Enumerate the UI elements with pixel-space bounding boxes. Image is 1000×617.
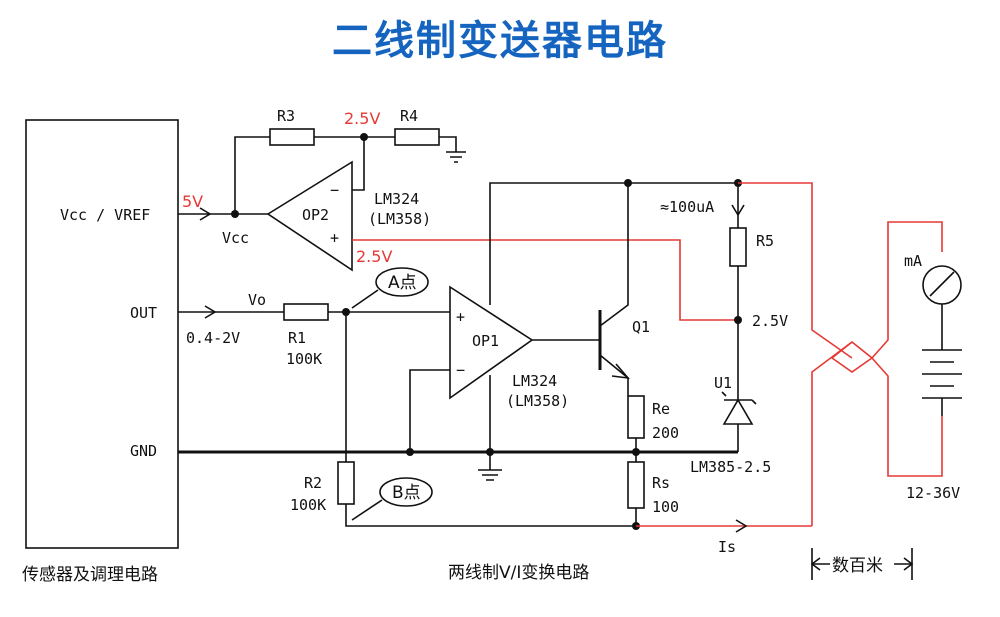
- label-rs-value: 100: [652, 498, 679, 516]
- label-point-b: B点: [392, 483, 421, 503]
- label-lm358-b: (LM358): [506, 392, 569, 410]
- wire-r3-left: [234, 136, 270, 214]
- label-gnd: GND: [130, 442, 157, 460]
- label-re: Re: [652, 400, 670, 418]
- label-2-5v: 2.5V: [752, 312, 788, 330]
- arrow-r5-current: [731, 204, 745, 217]
- label-vo: Vo: [248, 291, 266, 309]
- ammeter-needle: [929, 271, 955, 297]
- point-a-pointer: [351, 289, 379, 309]
- label-rs: Rs: [652, 474, 670, 492]
- label-sensor-block: 传感器及调理电路: [22, 565, 158, 585]
- wire-loop-bottom: [811, 341, 853, 526]
- label-r4: R4: [400, 107, 418, 125]
- label-out: OUT: [130, 304, 157, 322]
- op1-plus: +: [456, 308, 465, 326]
- resistor-r5: [729, 227, 747, 267]
- zener-u1: [721, 391, 757, 425]
- label-op2: OP2: [302, 206, 329, 224]
- annotation-5v: 5V: [182, 192, 203, 211]
- label-r1-value: 100K: [286, 350, 322, 368]
- wire-op2-minus: [352, 137, 365, 191]
- label-lm385: LM385-2.5: [690, 458, 771, 476]
- annotation-2-5v-op2: 2.5V: [356, 247, 392, 266]
- node-2-5v: [734, 316, 742, 324]
- label-is: Is: [718, 538, 736, 556]
- label-range: 0.4-2V: [186, 329, 240, 347]
- resistor-rs: [627, 461, 645, 509]
- label-current: ≈100uA: [660, 198, 714, 216]
- resistor-re: [627, 395, 645, 439]
- twisted-pair: [830, 340, 874, 373]
- resistor-r2: [337, 461, 355, 505]
- resistor-r4: [394, 128, 440, 146]
- label-r2-value: 100K: [290, 496, 326, 514]
- sensor-block: [25, 119, 179, 549]
- label-vcc-vref: Vcc / VREF: [60, 206, 150, 224]
- label-r3: R3: [277, 107, 295, 125]
- label-vi-block: 两线制V/I变换电路: [448, 563, 589, 583]
- resistor-r1: [283, 303, 329, 321]
- distance-arrows: [810, 557, 914, 571]
- wire-op1-minus: [409, 369, 450, 452]
- wire-op2-ref: [352, 239, 738, 321]
- opamp-op2: [266, 160, 353, 272]
- op2-minus: −: [330, 181, 339, 199]
- label-op1: OP1: [472, 332, 499, 350]
- label-supply: 12-36V: [906, 484, 960, 502]
- point-a-bubble: [375, 267, 429, 297]
- label-lm324-a: LM324: [374, 190, 419, 208]
- battery: [922, 304, 962, 416]
- q1-emitter-arrow: [611, 363, 630, 380]
- op1-minus: −: [456, 361, 465, 379]
- label-u1: U1: [714, 374, 732, 392]
- diagram-title: 二线制变送器电路: [332, 18, 668, 64]
- label-ma: mA: [904, 252, 922, 270]
- wire-loop-right-bottom: [871, 357, 943, 477]
- wire-loop-right-top: [871, 221, 943, 359]
- wire-loop-top: [738, 182, 853, 359]
- label-lm324-b: LM324: [512, 372, 557, 390]
- annotation-2-5v-top: 2.5V: [344, 109, 380, 128]
- label-point-a: A点: [388, 273, 417, 293]
- label-lm358-a: (LM358): [368, 210, 431, 228]
- ground-symbol-main: [478, 452, 502, 481]
- wire-r2-bottom: [345, 504, 636, 527]
- arrow-out: [204, 305, 217, 319]
- point-b-bubble: [379, 477, 433, 507]
- label-re-value: 200: [652, 424, 679, 442]
- op2-plus: +: [330, 229, 339, 247]
- arrow-is: [735, 519, 748, 533]
- arrow-vcc: [199, 207, 212, 221]
- label-r1: R1: [288, 329, 306, 347]
- label-r5: R5: [756, 232, 774, 250]
- label-r2: R2: [304, 474, 322, 492]
- wire-top-rail: [489, 182, 738, 305]
- q1-collector: [599, 183, 629, 327]
- label-distance: 数百米: [832, 556, 883, 576]
- wire-r4-gnd: [439, 136, 457, 152]
- point-b-pointer: [351, 499, 383, 521]
- label-vcc: Vcc: [222, 229, 249, 247]
- label-q1: Q1: [632, 318, 650, 336]
- resistor-r3: [269, 128, 315, 146]
- opamp-op1: [449, 285, 534, 400]
- ground-symbol-r4: [446, 151, 466, 163]
